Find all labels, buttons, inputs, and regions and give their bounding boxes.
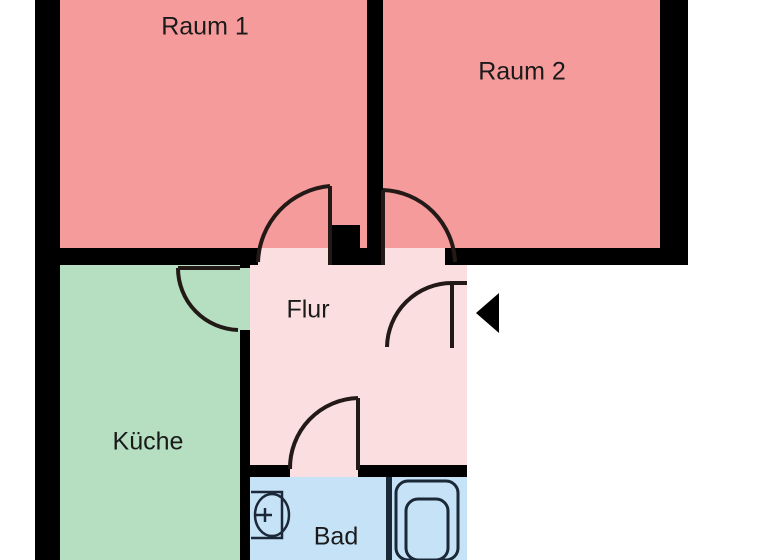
label-kueche: Küche bbox=[113, 428, 184, 456]
opening-kueche bbox=[240, 268, 250, 330]
bathroom-sink bbox=[251, 490, 291, 540]
door-arc-entrance bbox=[385, 281, 453, 348]
label-bad: Bad bbox=[314, 523, 358, 551]
bathtub-outer bbox=[394, 479, 460, 560]
door-swings bbox=[176, 184, 467, 470]
opening-abstellraum-bottom bbox=[358, 430, 370, 465]
sink-tap bbox=[255, 508, 272, 522]
opening-raum2-lower bbox=[383, 248, 445, 265]
bathtub-edge-wall bbox=[386, 477, 392, 560]
label-raum1: Raum 1 bbox=[161, 13, 249, 41]
opening-entrance bbox=[452, 283, 467, 345]
opening-raum1-upper bbox=[258, 186, 330, 248]
entrance-direction-arrow bbox=[476, 293, 499, 333]
bathroom-fixtures bbox=[251, 477, 460, 560]
wall-nub-center bbox=[330, 225, 360, 265]
label-raum2: Raum 2 bbox=[478, 58, 566, 86]
room-bad bbox=[250, 477, 467, 560]
room-abstellraum bbox=[370, 370, 467, 465]
door-arc-kueche bbox=[176, 267, 239, 332]
sink-counter bbox=[251, 490, 284, 540]
room-kueche bbox=[60, 265, 240, 560]
opening-abstellraum-top bbox=[358, 370, 370, 380]
opening-raum1-lower bbox=[258, 248, 330, 265]
opening-bad bbox=[290, 465, 358, 477]
wall-between-raum1-raum2-lower bbox=[367, 186, 383, 265]
label-flur: Flur bbox=[286, 296, 329, 324]
door-arc-raum2 bbox=[382, 188, 457, 263]
door-arc-bad bbox=[287, 396, 359, 470]
bathtub-inner bbox=[404, 497, 450, 560]
bathtub bbox=[386, 477, 460, 560]
door-arc-raum1 bbox=[256, 184, 331, 263]
door-openings bbox=[240, 186, 467, 477]
